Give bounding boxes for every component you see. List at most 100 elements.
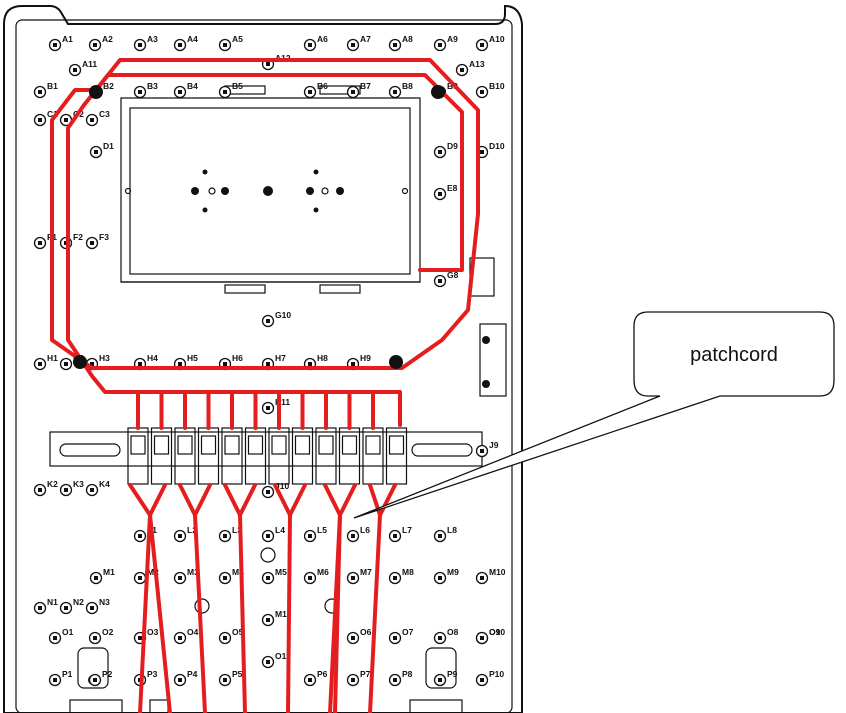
hole-core xyxy=(308,43,312,47)
adapter-port xyxy=(247,435,264,455)
hole-label: A2 xyxy=(102,34,113,44)
hole-core xyxy=(438,678,442,682)
hole-p7: P7 xyxy=(346,669,371,687)
hole-label: O3 xyxy=(147,627,159,637)
hole-core xyxy=(178,43,182,47)
hole-m10: M10 xyxy=(475,567,506,585)
adapter-port xyxy=(224,435,240,455)
hole-a1: A1 xyxy=(48,34,73,52)
hole-l4: L4 xyxy=(261,525,285,543)
hole-core xyxy=(178,534,182,538)
patchcord-branch xyxy=(378,483,397,517)
hole-core xyxy=(480,576,484,580)
hole-label: L8 xyxy=(447,525,457,535)
hole-core xyxy=(64,118,68,122)
hole-label: G8 xyxy=(447,270,459,280)
hole-b7: B7 xyxy=(346,81,371,99)
hole-label: L5 xyxy=(317,525,327,535)
hole-label: M4 xyxy=(232,567,244,577)
hole-core xyxy=(138,90,142,94)
patchcord-branch xyxy=(273,483,292,517)
hole-b1: B1 xyxy=(33,81,58,99)
hole-o4: O4 xyxy=(173,627,199,645)
hole-label: P1 xyxy=(62,669,73,679)
hole-core xyxy=(438,192,442,196)
patchcord-branch xyxy=(338,483,357,517)
patchcord xyxy=(273,483,307,713)
hole-p6: P6 xyxy=(303,669,328,687)
hole-label: N3 xyxy=(99,597,110,607)
hole-k3: K3 xyxy=(59,479,84,497)
hole-core xyxy=(138,362,142,366)
hole-core xyxy=(223,90,227,94)
hole-label: L6 xyxy=(360,525,370,535)
hole-c3: C3 xyxy=(85,109,110,127)
adapter-port xyxy=(200,435,217,455)
hole-core xyxy=(480,636,484,640)
hole-core xyxy=(393,90,397,94)
hole-core xyxy=(308,90,312,94)
hole-b6: B6 xyxy=(303,81,328,99)
hole-label: G10 xyxy=(275,310,291,320)
hole-b8: B8 xyxy=(388,81,413,99)
hole-core xyxy=(393,43,397,47)
adapter-port xyxy=(365,435,381,455)
hole-core xyxy=(351,576,355,580)
hole-o10: O10 xyxy=(475,627,505,645)
hole-core xyxy=(266,576,270,580)
hole-label: B7 xyxy=(360,81,371,91)
hole-h1: H1 xyxy=(33,353,58,371)
hole-label: A11 xyxy=(82,59,97,69)
hole-l8: L8 xyxy=(433,525,457,543)
adapter-port xyxy=(294,435,311,455)
hole-label: H8 xyxy=(317,353,328,363)
hole-core xyxy=(480,43,484,47)
hole-p8: P8 xyxy=(388,669,413,687)
patchcord-branch xyxy=(223,483,242,517)
hole-label: A7 xyxy=(360,34,371,44)
hole-label: M2 xyxy=(147,567,159,577)
hole-m8: M8 xyxy=(388,567,414,585)
hole-label: D9 xyxy=(447,141,458,151)
hole-k4: K4 xyxy=(85,479,110,497)
hole-label: A8 xyxy=(402,34,413,44)
hole-core xyxy=(393,576,397,580)
hole-b5: B5 xyxy=(218,81,243,99)
hole-core xyxy=(308,576,312,580)
hole-label: A9 xyxy=(447,34,458,44)
hole-g10: G10 xyxy=(261,310,291,328)
hole-core xyxy=(308,534,312,538)
hole-core xyxy=(64,606,68,610)
hole-label: A1 xyxy=(62,34,73,44)
hole-a13: A13 xyxy=(455,59,485,77)
patchcord-run xyxy=(148,513,172,713)
hole-n3: N3 xyxy=(85,597,110,615)
hole-label: P10 xyxy=(489,669,504,679)
hole-label: O8 xyxy=(447,627,459,637)
adapter-port xyxy=(177,435,193,455)
hole-n2: N2 xyxy=(59,597,84,615)
hole-b10: B10 xyxy=(475,81,505,99)
patchcord-branch xyxy=(148,483,167,517)
hole-label: O10 xyxy=(489,627,505,637)
patchcord-run xyxy=(333,513,342,713)
hole-a11: A11 xyxy=(68,59,97,77)
hole-l3: L3 xyxy=(218,525,242,543)
hole-core xyxy=(460,68,464,72)
hole-core xyxy=(480,150,484,154)
hole-o5: O5 xyxy=(218,627,244,645)
fiber-routing xyxy=(50,58,480,713)
hole-core xyxy=(178,576,182,580)
hole-d9: D9 xyxy=(433,141,458,159)
hole-core xyxy=(178,362,182,366)
patchcords xyxy=(128,483,397,713)
hole-label: B1 xyxy=(47,81,58,91)
patchcord-branch xyxy=(178,483,197,517)
hole-a10: A10 xyxy=(475,34,505,52)
hole-a8: A8 xyxy=(388,34,413,52)
hole-core xyxy=(38,118,42,122)
hole-o7: O7 xyxy=(388,627,414,645)
hole-core xyxy=(64,488,68,492)
hole-core xyxy=(438,43,442,47)
hole-m7: M7 xyxy=(346,567,372,585)
